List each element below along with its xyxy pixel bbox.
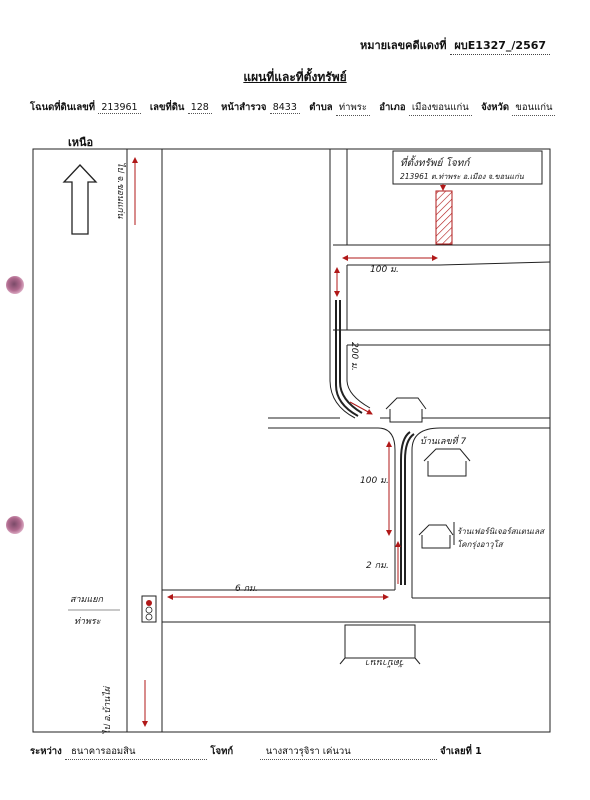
case-number: หมายเลขคดีแดงที่ ผบE1327_/2567 [360, 36, 551, 55]
between-label: ระหว่าง [30, 746, 62, 757]
plaintiff-label: โจทก์ [210, 746, 234, 757]
defendant-label: จำเลยที่ 1 [440, 746, 482, 757]
district-value: เมืองขอนแก่น [408, 100, 472, 116]
north-arrow [62, 164, 98, 235]
property-label-box [392, 150, 543, 185]
dist-6km: 6 กม. [235, 584, 258, 594]
land-no-value: 128 [187, 102, 212, 114]
survey-value: 8433 [269, 102, 300, 114]
house-label-2-line1: ร้านเฟอร์นิเจอร์สแตนเลส [457, 526, 545, 536]
deed-value: 213961 [98, 102, 141, 114]
dist-arrow-curve [349, 401, 373, 415]
subdistrict-label: ตำบล [309, 102, 333, 113]
junction-label-1: สามแยก [70, 595, 104, 605]
deed-label: โฉนดที่ดินเลขที่ [30, 102, 95, 113]
lane-vertical [268, 417, 550, 598]
case-number-label: หมายเลขคดีแดงที่ [360, 39, 447, 52]
dist-200m: 200 ม. [349, 342, 359, 371]
province-label: จังหวัด [481, 102, 510, 113]
defendant-name: นางสาวรุจิรา เค่นวน [259, 744, 437, 760]
house-icon-1 [385, 397, 427, 423]
dist-2km: 2 กม. [366, 561, 389, 571]
district-label: อำเภอ [379, 102, 406, 113]
deed-info-line: โฉนดที่ดินเลขที่ 213961 เลขที่ดิน 128 หน… [30, 100, 561, 116]
temple-label: วัดบ้านนา [365, 657, 405, 668]
dist-100m-mid: 100 ม. [360, 476, 389, 486]
traffic-light-icon [141, 595, 157, 623]
dist-100m-top: 100 ม. [370, 265, 399, 275]
case-number-value: ผบE1327_/2567 [450, 36, 551, 55]
property-label-line2: 213961 ต.ท่าพระ อ.เมือง จ.ขอนแก่น [400, 172, 525, 181]
punch-hole-top [6, 276, 24, 294]
lane-centerline [400, 431, 415, 585]
road-north [329, 149, 371, 419]
house-icon-3 [418, 524, 454, 549]
subdistrict-value: ท่าพระ [335, 100, 370, 116]
punch-hole-bottom [6, 516, 24, 534]
plaintiff-name: ธนาคารออมสิน [65, 744, 208, 760]
house-icon-2 [423, 448, 471, 477]
side-lanes [333, 244, 551, 346]
main-highway [126, 149, 163, 732]
road-to-junction [162, 589, 550, 623]
province-value: ขอนแก่น [512, 100, 556, 116]
road-to-khonkaen: ไป จ.ขอนแก่น [115, 162, 127, 219]
road-to-bp: ไป อ.บ้านไผ่ [101, 685, 113, 735]
parties-line: ระหว่าง ธนาคารออมสิน โจทก์ นางสาวรุจิรา … [30, 744, 482, 760]
house-label-2-line2: โคกรุ่งอาวุโส [457, 539, 504, 550]
junction-label-2: ท่าพระ [74, 617, 102, 627]
land-no-label: เลขที่ดิน [149, 102, 185, 113]
page-title: แผนที่และที่ตั้งทรัพย์ [243, 70, 347, 84]
temple-icon [339, 624, 421, 665]
property-parcel [435, 190, 453, 245]
house-label-1: บ้านเลขที่ 7 [420, 434, 466, 447]
map-frame [32, 148, 551, 733]
north-label: เหนือ [68, 136, 94, 149]
road-north-centerline [335, 300, 363, 417]
survey-label: หน้าสำรวจ [221, 102, 267, 113]
property-label-line1: ที่ตั้งทรัพย์ โจทก์ [400, 155, 471, 169]
